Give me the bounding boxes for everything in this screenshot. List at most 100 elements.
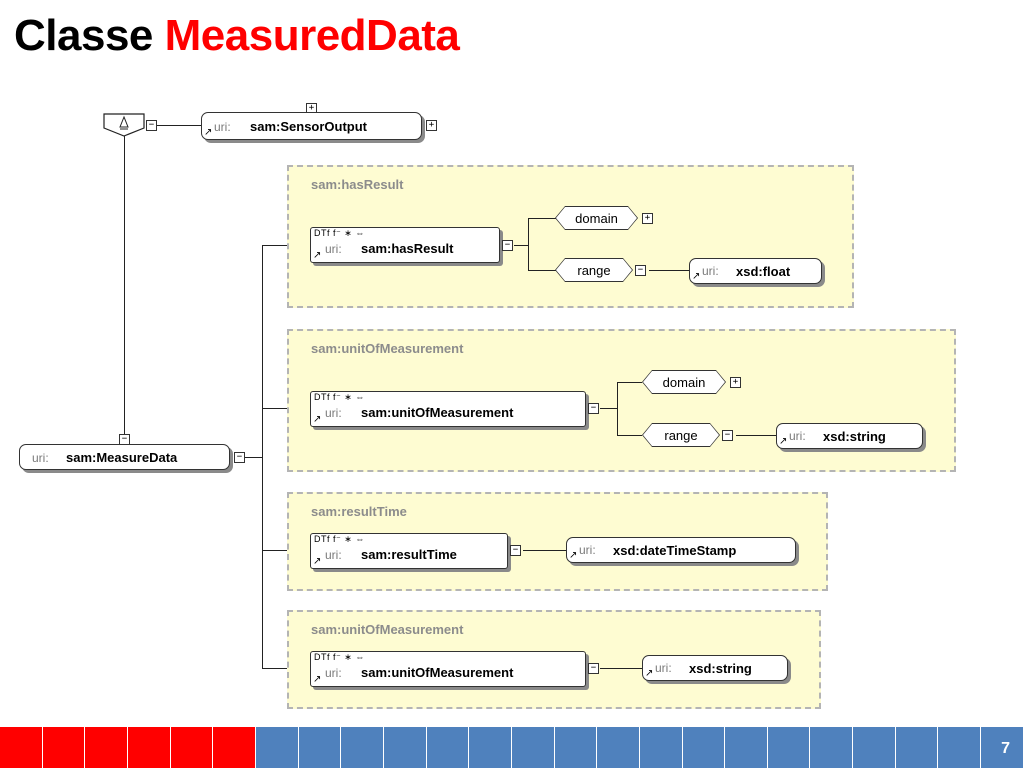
connector-line (262, 668, 310, 669)
domain-hex[interactable]: domain (555, 206, 638, 230)
link-arrow-icon: ↗ (692, 271, 701, 282)
property-node-resulttime[interactable]: DTf f⁻ ∗ ⇔ uri: sam:resultTime ↗ (310, 533, 508, 569)
footer-bar-cell (255, 727, 299, 768)
uri-label: uri: (214, 120, 231, 134)
footer-bar-cell (938, 727, 982, 768)
range-hex[interactable]: range (642, 423, 720, 447)
footer-bar-cell (810, 727, 854, 768)
collapse-icon[interactable]: − (588, 403, 599, 414)
link-arrow-icon: ↗ (569, 550, 578, 561)
connector-line (262, 245, 310, 246)
domain-hex[interactable]: domain (642, 370, 726, 394)
target-node[interactable]: uri: xsd:string ↗ (642, 655, 788, 681)
node-name: sam:hasResult (361, 241, 454, 256)
range-hex[interactable]: range (555, 258, 633, 282)
node-name: sam:SensorOutput (250, 119, 368, 134)
collapse-icon[interactable]: − (502, 240, 513, 251)
uri-label: uri: (325, 242, 342, 256)
collapse-icon[interactable]: − (146, 120, 157, 131)
footer-bar-cell (767, 727, 811, 768)
connector-line (523, 550, 566, 551)
range-label: range (643, 424, 719, 446)
connector-line (649, 270, 689, 271)
connector-line (528, 218, 529, 270)
title-prefix: Classe (14, 11, 153, 60)
property-node-hasresult[interactable]: DTf f⁻ ∗ ⇔ uri: sam:hasResult ↗ (310, 227, 500, 263)
uri-label: uri: (32, 451, 49, 465)
collapse-icon[interactable]: − (635, 265, 646, 276)
uri-label: uri: (702, 264, 719, 278)
footer-bar-cell (469, 727, 512, 768)
connector-line (528, 218, 556, 219)
uri-label: uri: (789, 429, 806, 443)
connector-line (262, 408, 310, 409)
superclass-node[interactable]: uri: sam:SensorOutput ↗ (201, 112, 422, 140)
group-title: sam:unitOfMeasurement (311, 341, 464, 356)
footer-bar (0, 727, 1024, 768)
slide-title: Classe MeasuredData (14, 11, 460, 60)
footer-bar-cell (42, 727, 86, 768)
group-title: sam:hasResult (311, 177, 404, 192)
connector-line (514, 245, 528, 246)
connector-line (600, 668, 642, 669)
collapse-icon[interactable]: − (234, 452, 245, 463)
range-target-node[interactable]: uri: xsd:string ↗ (776, 423, 923, 449)
root-class-node[interactable]: uri: sam:MeasureData (19, 444, 230, 470)
expand-icon[interactable]: + (426, 120, 437, 131)
title-class-name: MeasuredData (164, 11, 460, 60)
link-arrow-icon: ↗ (313, 674, 322, 685)
property-flags: DTf f⁻ ∗ ⇔ (314, 228, 365, 238)
uri-label: uri: (579, 543, 596, 557)
collapse-icon[interactable]: − (722, 430, 733, 441)
property-node-unitofmeasurement-2[interactable]: DTf f⁻ ∗ ⇔ uri: sam:unitOfMeasurement ↗ (310, 651, 586, 687)
footer-bar-cell (341, 727, 384, 768)
node-name: sam:unitOfMeasurement (361, 405, 514, 420)
footer-bar-cell (682, 727, 726, 768)
range-target-node[interactable]: uri: xsd:float ↗ (689, 258, 822, 284)
uri-label: uri: (655, 661, 672, 675)
range-label: range (556, 259, 632, 281)
uri-label: uri: (325, 548, 342, 562)
connector-line (245, 457, 262, 458)
expand-icon[interactable]: + (642, 213, 653, 224)
connector-line (528, 270, 556, 271)
node-name: xsd:string (689, 661, 752, 676)
footer-bar-cell (383, 727, 427, 768)
footer-bar-cell (554, 727, 598, 768)
connector-line (736, 435, 776, 436)
page-number: 7 (1001, 740, 1010, 757)
footer-bar-cell (85, 727, 128, 768)
node-name: xsd:dateTimeStamp (613, 543, 737, 558)
connector-line (600, 408, 617, 409)
link-arrow-icon: ↗ (313, 250, 322, 261)
node-name: xsd:float (736, 264, 791, 279)
connector-line (124, 136, 125, 434)
property-flags: DTf f⁻ ∗ ⇔ (314, 392, 365, 402)
footer-bar-cell (213, 727, 256, 768)
group-title: sam:unitOfMeasurement (311, 622, 464, 637)
link-arrow-icon: ↗ (313, 556, 322, 567)
collapse-icon[interactable]: − (588, 663, 599, 674)
expand-icon[interactable]: + (730, 377, 741, 388)
link-arrow-icon: ↗ (645, 668, 654, 679)
collapse-icon[interactable]: − (510, 545, 521, 556)
union-symbol-icon[interactable] (103, 113, 145, 137)
target-node[interactable]: uri: xsd:dateTimeStamp ↗ (566, 537, 796, 563)
connector-line (617, 435, 642, 436)
node-name: xsd:string (823, 429, 886, 444)
footer-bar-cell (426, 727, 470, 768)
footer-bar-cell (511, 727, 555, 768)
footer-bar-cell (127, 727, 171, 768)
link-arrow-icon: ↗ (204, 127, 213, 138)
footer-bar-cell (981, 727, 1024, 768)
node-name: sam:MeasureData (66, 450, 178, 465)
uri-label: uri: (325, 666, 342, 680)
node-name: sam:resultTime (361, 547, 457, 562)
connector-line (617, 382, 618, 435)
footer-bar-cell (170, 727, 214, 768)
connector-line (262, 550, 310, 551)
property-flags: DTf f⁻ ∗ ⇔ (314, 534, 365, 544)
footer-bar-cell (895, 727, 939, 768)
property-node-unitofmeasurement[interactable]: DTf f⁻ ∗ ⇔ uri: sam:unitOfMeasurement ↗ (310, 391, 586, 427)
domain-label: domain (556, 207, 637, 229)
